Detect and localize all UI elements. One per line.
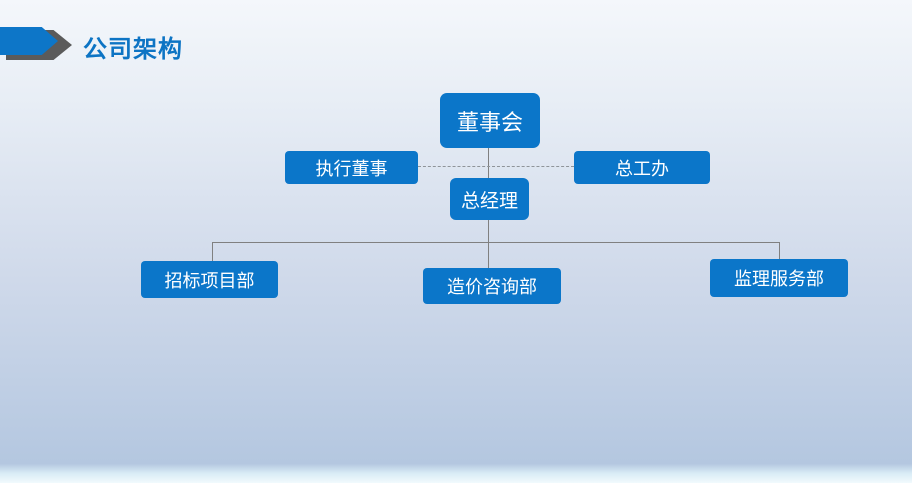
connector-horizontal-bottom: [212, 242, 779, 243]
org-node-supervision-service-dept: 监理服务部: [710, 259, 848, 297]
connector-stub-right: [779, 242, 780, 259]
org-node-general-manager: 总经理: [450, 178, 529, 220]
connector-dashed-horizontal: [418, 166, 574, 167]
org-node-executive-director: 执行董事: [285, 151, 418, 184]
slide-header: 公司架构: [0, 0, 912, 70]
page-title: 公司架构: [83, 36, 183, 63]
org-node-board: 董事会: [440, 93, 540, 148]
connector-stub-center: [488, 242, 489, 268]
org-node-chief-engineer-office: 总工办: [574, 151, 710, 184]
org-node-bidding-project-dept: 招标项目部: [141, 261, 278, 298]
org-node-cost-consulting-dept: 造价咨询部: [423, 268, 561, 304]
connector-stub-left: [212, 242, 213, 261]
